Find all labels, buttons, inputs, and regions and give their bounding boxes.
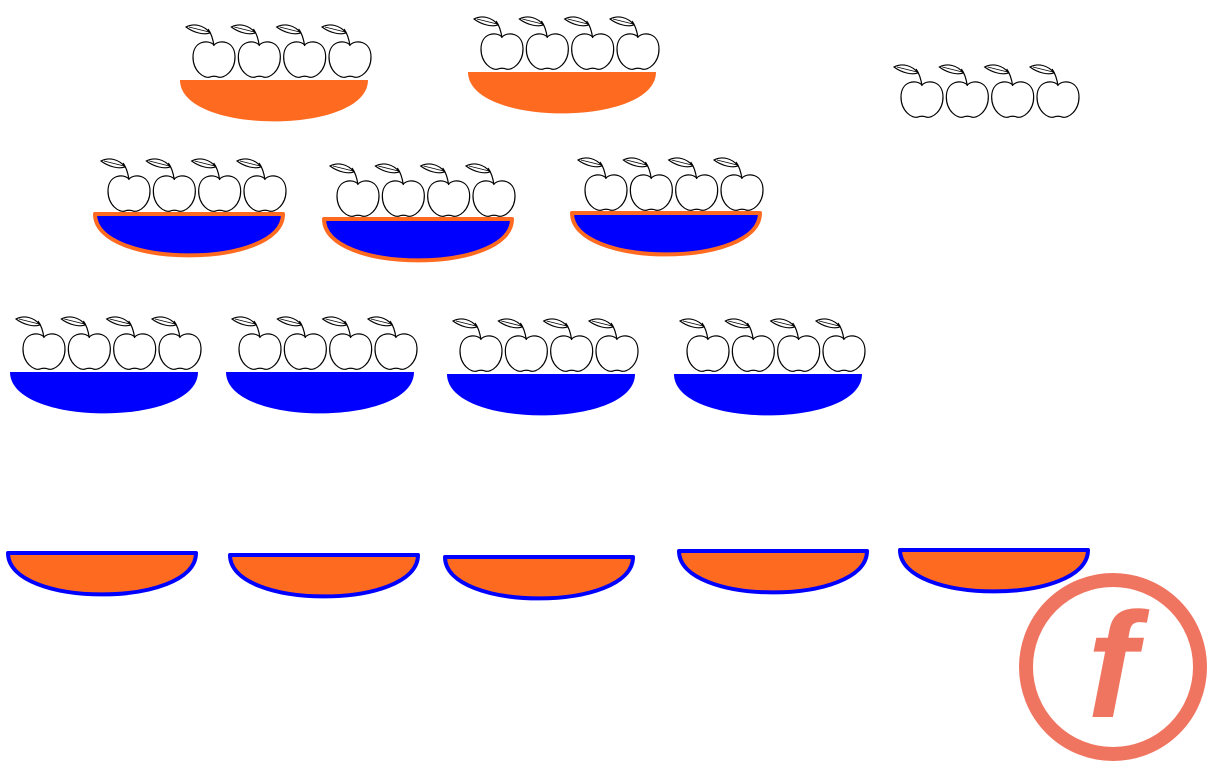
- apple-icon: [587, 318, 639, 372]
- bowl-icon: [468, 72, 656, 114]
- bowl-group: [677, 549, 869, 595]
- bowl-group: [180, 24, 372, 122]
- apple-icon: [464, 163, 516, 217]
- apple-icon: [472, 16, 524, 70]
- apple-icon: [608, 16, 660, 70]
- bowl-group: [228, 553, 420, 599]
- apple-icon: [366, 316, 418, 370]
- bowl-icon: [93, 212, 285, 258]
- row-2: [93, 157, 764, 263]
- bowl-icon: [322, 217, 514, 263]
- apple-icon: [724, 318, 775, 372]
- bowls-layer: [6, 16, 1090, 601]
- apple-icon: [276, 316, 327, 370]
- bowl-group: [93, 158, 287, 258]
- apple-icon: [275, 24, 327, 78]
- bowl-group: [570, 157, 764, 257]
- apple-icon: [983, 64, 1035, 118]
- row-4: [6, 548, 1090, 601]
- bowl-group: [447, 318, 639, 416]
- bowl-group: [468, 16, 660, 114]
- bowl-icon: [570, 211, 762, 257]
- bowl-group: [6, 551, 198, 597]
- bowl-icon: [10, 372, 198, 414]
- logo-letter: f: [1087, 581, 1150, 749]
- apple-icon: [542, 318, 594, 372]
- apple-icon: [184, 24, 236, 78]
- apple-icon: [374, 163, 425, 217]
- apple-icon: [99, 158, 151, 212]
- apple-icon: [1028, 64, 1080, 118]
- apple-icon: [814, 318, 866, 372]
- apple-icon: [14, 316, 66, 370]
- apple-icon: [497, 318, 548, 372]
- apple-icon: [622, 157, 673, 211]
- apple-icon: [60, 316, 111, 370]
- apple-icon: [563, 16, 615, 70]
- apple-icon: [105, 316, 157, 370]
- apple-icon: [230, 24, 281, 78]
- apple-icon: [712, 157, 764, 211]
- bowl-icon: [447, 374, 635, 416]
- bowl-icon: [226, 372, 414, 414]
- bowl-group: [226, 316, 418, 414]
- apple-icon: [892, 64, 944, 118]
- apple-icon: [419, 163, 471, 217]
- bowl-icon: [898, 548, 1090, 594]
- apple-icon: [678, 318, 730, 372]
- apple-icon: [667, 157, 719, 211]
- bowl-icon: [443, 555, 635, 601]
- apple-icon: [328, 163, 380, 217]
- apple-icon: [938, 64, 989, 118]
- bowl-icon: [228, 553, 420, 599]
- bowl-icon: [6, 551, 198, 597]
- bowl-group: [674, 318, 866, 416]
- apple-icon: [769, 318, 821, 372]
- bowl-group: [10, 316, 202, 414]
- apple-icon: [150, 316, 202, 370]
- row-3: [10, 316, 866, 416]
- bowl-group: [322, 163, 516, 263]
- bowl-icon: [677, 549, 869, 595]
- apple-icon: [451, 318, 503, 372]
- bowl-icon: [180, 80, 368, 122]
- f-circle-logo-icon: f: [1019, 573, 1207, 761]
- bowl-group: [443, 555, 635, 601]
- apple-icon: [321, 316, 373, 370]
- apple-icon: [320, 24, 372, 78]
- apple-icon: [235, 158, 287, 212]
- row-1: [180, 16, 1080, 122]
- apple-icon: [190, 158, 242, 212]
- bowl-group: [892, 64, 1080, 118]
- bowl-icon: [674, 374, 862, 416]
- apple-icon: [145, 158, 196, 212]
- apple-icon: [230, 316, 282, 370]
- apple-icon: [518, 16, 569, 70]
- apple-icon: [576, 157, 628, 211]
- bowl-group: [898, 548, 1090, 594]
